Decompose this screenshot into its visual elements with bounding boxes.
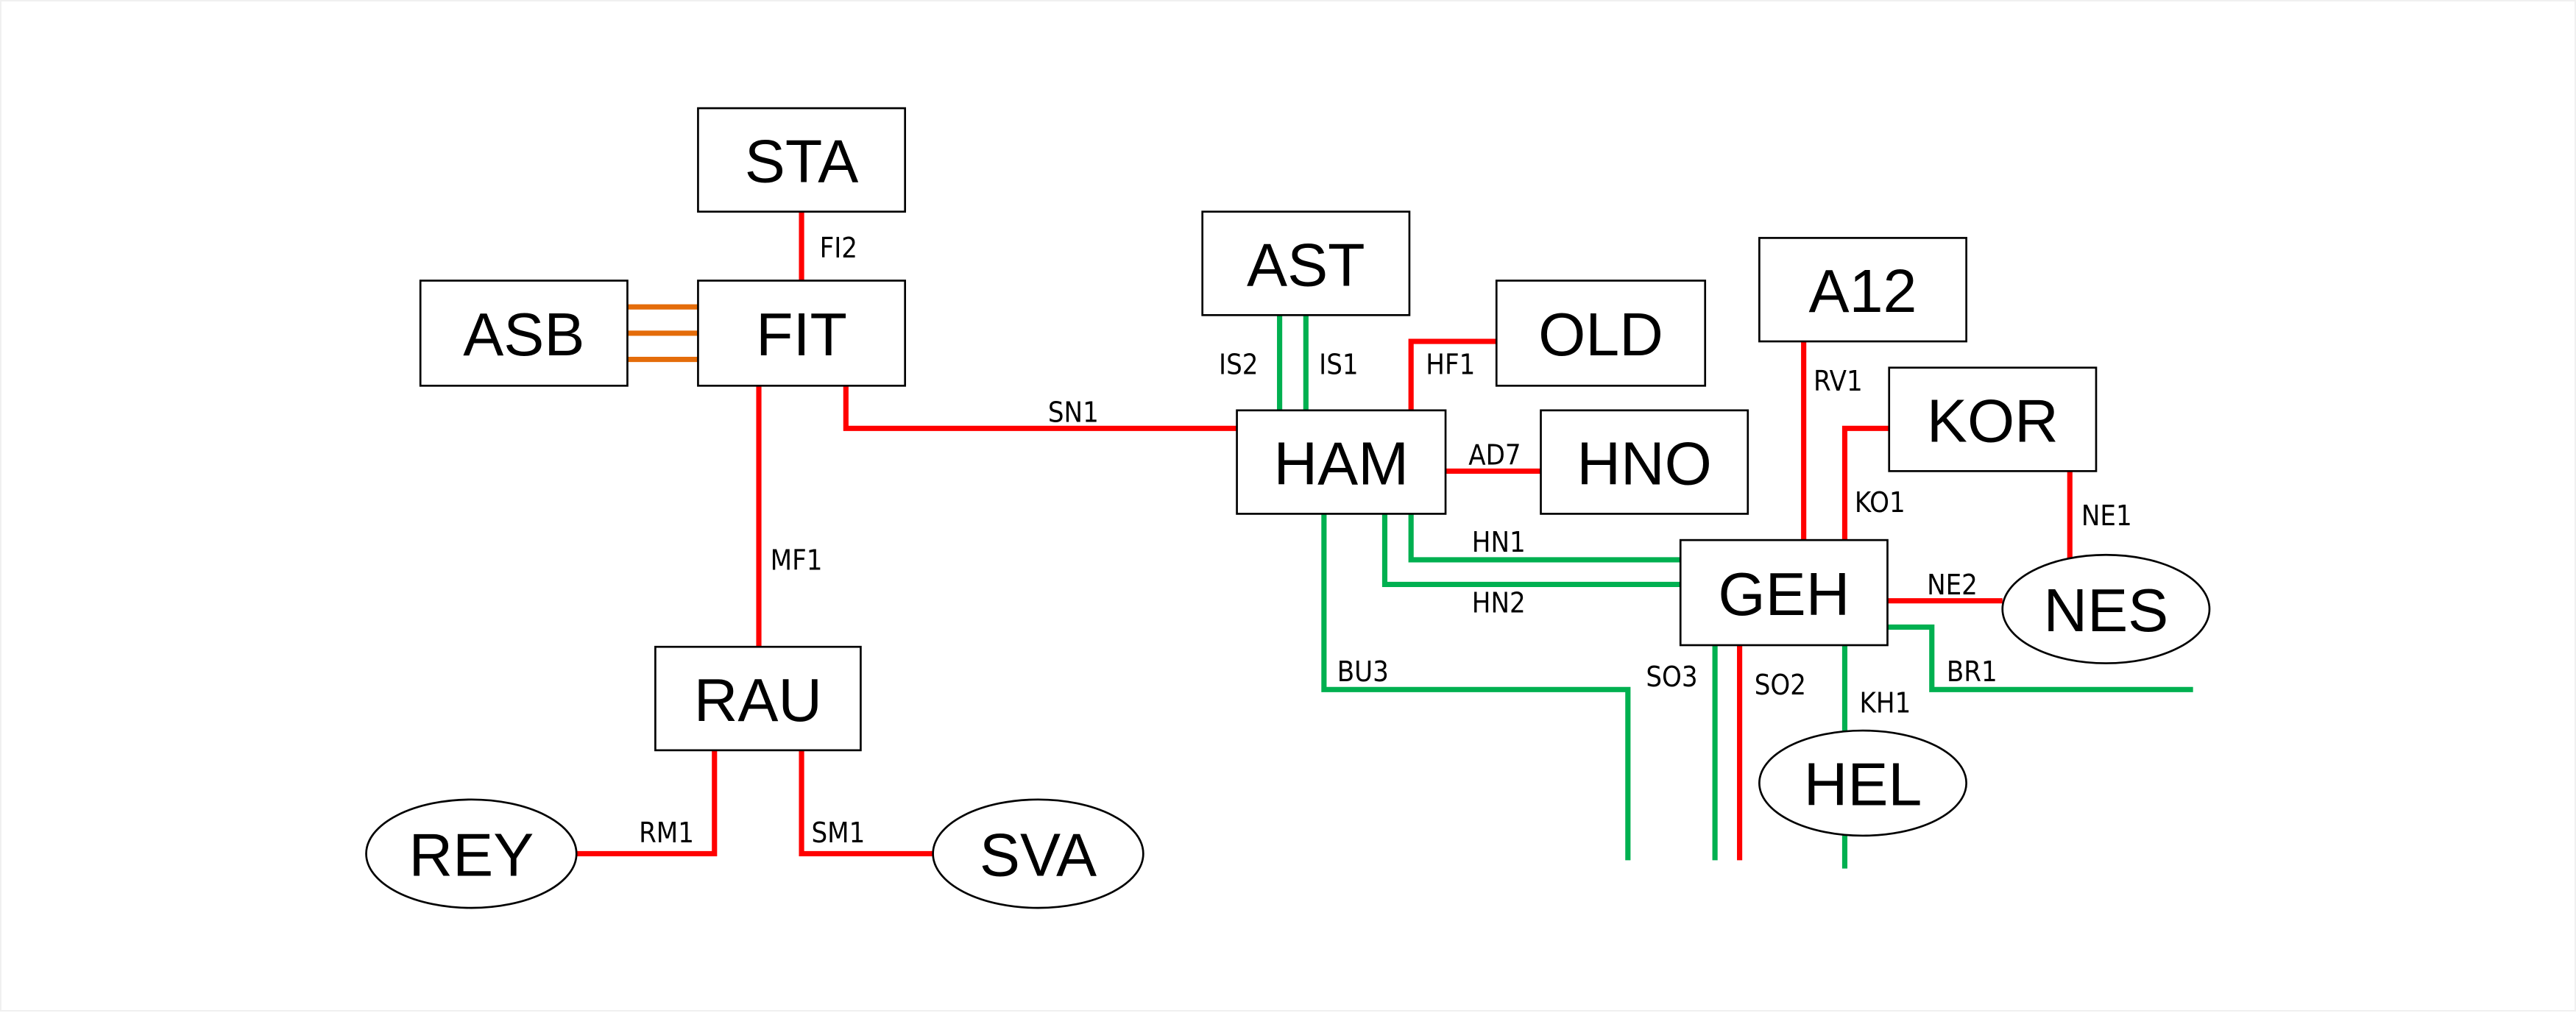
node-label-nes: NES — [2043, 577, 2168, 644]
link-label-sm1: SM1 — [811, 817, 865, 849]
node-rau: RAU — [654, 645, 862, 752]
node-label-hno: HNO — [1577, 430, 1712, 497]
node-kor: KOR — [1888, 366, 2098, 472]
node-label-rau: RAU — [694, 667, 822, 734]
link-label-ad7: AD7 — [1468, 438, 1521, 471]
node-shape-nes — [2001, 553, 2211, 664]
node-label-hel: HEL — [1804, 751, 1922, 819]
node-shape-rey — [365, 798, 578, 909]
node-asb: ASB — [419, 280, 629, 387]
node-sva: SVA — [932, 798, 1144, 909]
node-shape-hno — [1540, 409, 1749, 515]
link-ko1 — [1841, 425, 1889, 541]
link-label-ne2: NE2 — [1927, 569, 1978, 601]
link-label-so2: SO2 — [1755, 669, 1806, 701]
link-br1 — [1887, 624, 2193, 692]
link-label-hn1: HN1 — [1472, 526, 1526, 558]
node-label-ast: AST — [1247, 231, 1365, 299]
node-label-sva: SVA — [980, 822, 1097, 889]
link-label-mf1: MF1 — [771, 544, 823, 576]
node-a12: A12 — [1758, 237, 1967, 343]
node-rey: REY — [365, 798, 578, 909]
node-label-a12: A12 — [1809, 257, 1917, 325]
link-hf1 — [1408, 338, 1497, 410]
link-label-sn1: SN1 — [1048, 396, 1099, 428]
links-layer — [576, 211, 2193, 869]
link-hn2 — [1381, 513, 1681, 587]
node-old: OLD — [1495, 280, 1707, 387]
node-geh: GEH — [1679, 539, 1889, 647]
link-label-rm1: RM1 — [639, 817, 694, 849]
node-shape-old — [1495, 280, 1707, 387]
link-bu3 — [1321, 513, 1631, 861]
node-shape-hel — [1758, 729, 1967, 837]
node-hno: HNO — [1540, 409, 1749, 515]
node-shape-fit — [697, 280, 907, 387]
node-label-fit: FIT — [756, 301, 847, 369]
node-sta: STA — [697, 107, 907, 213]
link-label-so3: SO3 — [1646, 661, 1697, 693]
link-label-hn2: HN2 — [1472, 586, 1526, 619]
link-label-fi2: FI2 — [820, 232, 857, 264]
node-shape-geh — [1679, 539, 1889, 647]
node-label-old: OLD — [1538, 301, 1663, 369]
node-shape-ast — [1201, 210, 1411, 316]
link-label-kh1: KH1 — [1860, 687, 1911, 719]
node-label-kor: KOR — [1927, 387, 2059, 455]
link-label-br1: BR1 — [1947, 655, 1998, 688]
link-rm1 — [576, 750, 718, 857]
node-shape-rau — [654, 645, 862, 752]
node-hel: HEL — [1758, 729, 1967, 837]
node-label-rey: REY — [408, 822, 534, 889]
node-nes: NES — [2001, 553, 2211, 664]
node-label-geh: GEH — [1718, 561, 1850, 628]
link-label-ne1: NE1 — [2081, 500, 2132, 532]
link-hn1 — [1408, 513, 1681, 563]
node-label-ham: HAM — [1274, 430, 1409, 497]
node-label-sta: STA — [745, 128, 858, 196]
link-sm1 — [799, 750, 933, 857]
link-label-is2: IS2 — [1219, 349, 1258, 381]
link-label-bu3: BU3 — [1337, 655, 1389, 688]
node-shape-ham — [1236, 409, 1447, 515]
node-shape-sva — [932, 798, 1144, 909]
node-fit: FIT — [697, 280, 907, 387]
node-shape-a12 — [1758, 237, 1967, 343]
link-label-rv1: RV1 — [1814, 365, 1863, 397]
link-label-hf1: HF1 — [1426, 349, 1475, 381]
link-label-is1: IS1 — [1319, 349, 1358, 381]
node-ast: AST — [1201, 210, 1411, 316]
link-label-ko1: KO1 — [1855, 486, 1906, 519]
node-label-asb: ASB — [463, 301, 584, 369]
node-shape-asb — [419, 280, 629, 387]
node-shape-kor — [1888, 366, 2098, 472]
link-sn1 — [843, 385, 1237, 431]
node-shape-sta — [697, 107, 907, 213]
node-ham: HAM — [1236, 409, 1447, 515]
